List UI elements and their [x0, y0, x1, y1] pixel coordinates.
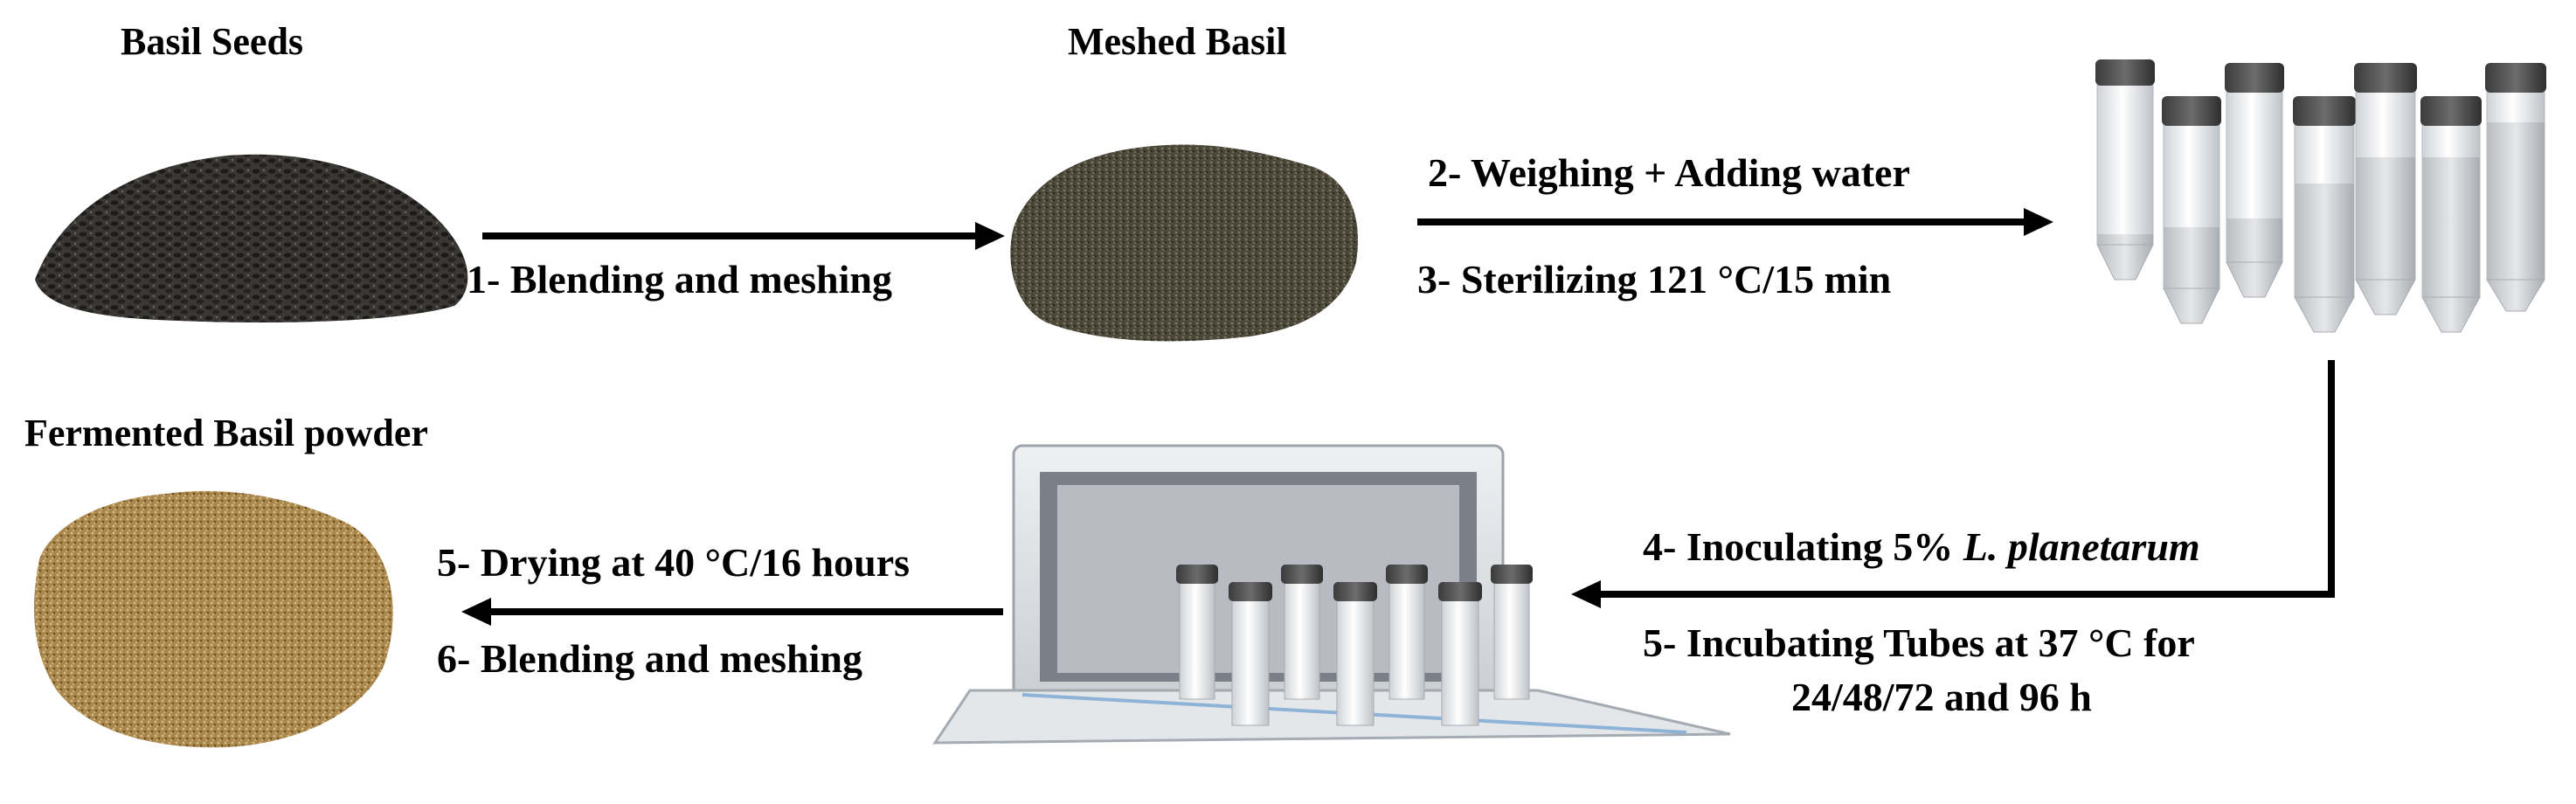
- step-4-label: 4- Inoculating 5% L. planetarum: [1643, 524, 2200, 571]
- arrow-seeds-to-meshed-head: [975, 222, 1005, 250]
- tubes-image: [2095, 59, 2546, 333]
- basil-seeds-title: Basil Seeds: [121, 20, 304, 63]
- tube-3: [2225, 63, 2284, 298]
- tube-2: [2162, 96, 2221, 324]
- step-4-prefix: 4- Inoculating 5%: [1643, 524, 1963, 569]
- fermented-powder-title: Fermented Basil powder: [24, 412, 428, 454]
- arrow-incubator-to-powder-head: [461, 598, 491, 626]
- arrow-tubes-to-incubator-head: [1571, 580, 1601, 608]
- step-5-incubate-line1: 5- Incubating Tubes at 37 °C for: [1643, 620, 2195, 665]
- meshed-basil-title: Meshed Basil: [1068, 20, 1287, 63]
- tube-5: [2354, 63, 2417, 315]
- arrow-tubes-to-incubator: [1599, 360, 2335, 598]
- step-5-drying-label: 5- Drying at 40 °C/16 hours: [437, 540, 911, 585]
- incubator-image: [932, 444, 1731, 745]
- step-4-species: L. planetarum: [1963, 524, 2200, 569]
- arrows: [461, 208, 2335, 626]
- step-2-label: 2- Weighing + Adding water: [1428, 150, 1910, 195]
- step-6-label: 6- Blending and meshing: [437, 636, 862, 681]
- fermented-powder-image: [34, 490, 393, 748]
- step-5-incubate-line2: 24/48/72 and 96 h: [1791, 675, 2092, 719]
- step-3-label: 3- Sterilizing 121 °C/15 min: [1417, 257, 1892, 302]
- tube-7: [2485, 63, 2546, 312]
- arrow-meshed-to-tubes-head: [2024, 208, 2053, 236]
- basil-seeds-image: [35, 154, 468, 322]
- step-1-label: 1- Blending and meshing: [467, 257, 892, 302]
- tube-4: [2293, 96, 2356, 333]
- meshed-basil-image: [1010, 144, 1359, 342]
- tube-6: [2420, 96, 2482, 333]
- tube-1: [2095, 59, 2155, 281]
